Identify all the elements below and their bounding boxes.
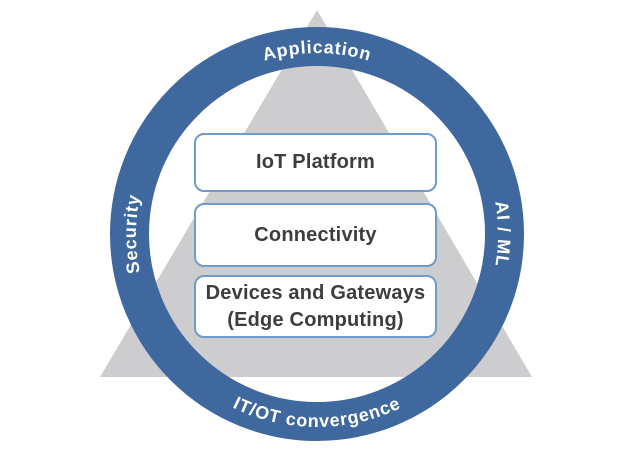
ring-label-ai-ml-text: AI / ML bbox=[491, 200, 513, 269]
layer-label-connectivity: Connectivity bbox=[254, 223, 377, 246]
layer-label-devices-gateways-line2: (Edge Computing) bbox=[227, 308, 404, 331]
layer-box-devices-gateways: Devices and Gateways (Edge Computing) bbox=[194, 275, 437, 338]
ring-label-security-text: Security bbox=[120, 193, 143, 276]
layer-label-iot-platform: IoT Platform bbox=[255, 151, 376, 173]
layer-box-iot-platform: IoT Platform bbox=[194, 133, 437, 192]
ring-label-ai-ml: AI / ML bbox=[491, 200, 514, 269]
ring-label-security: Security bbox=[120, 193, 144, 276]
layer-box-connectivity: Connectivity bbox=[194, 203, 437, 267]
lifecycle-ring-icon bbox=[110, 27, 524, 441]
layer-label-devices-gateways-line1: Devices and Gateways bbox=[205, 281, 426, 304]
